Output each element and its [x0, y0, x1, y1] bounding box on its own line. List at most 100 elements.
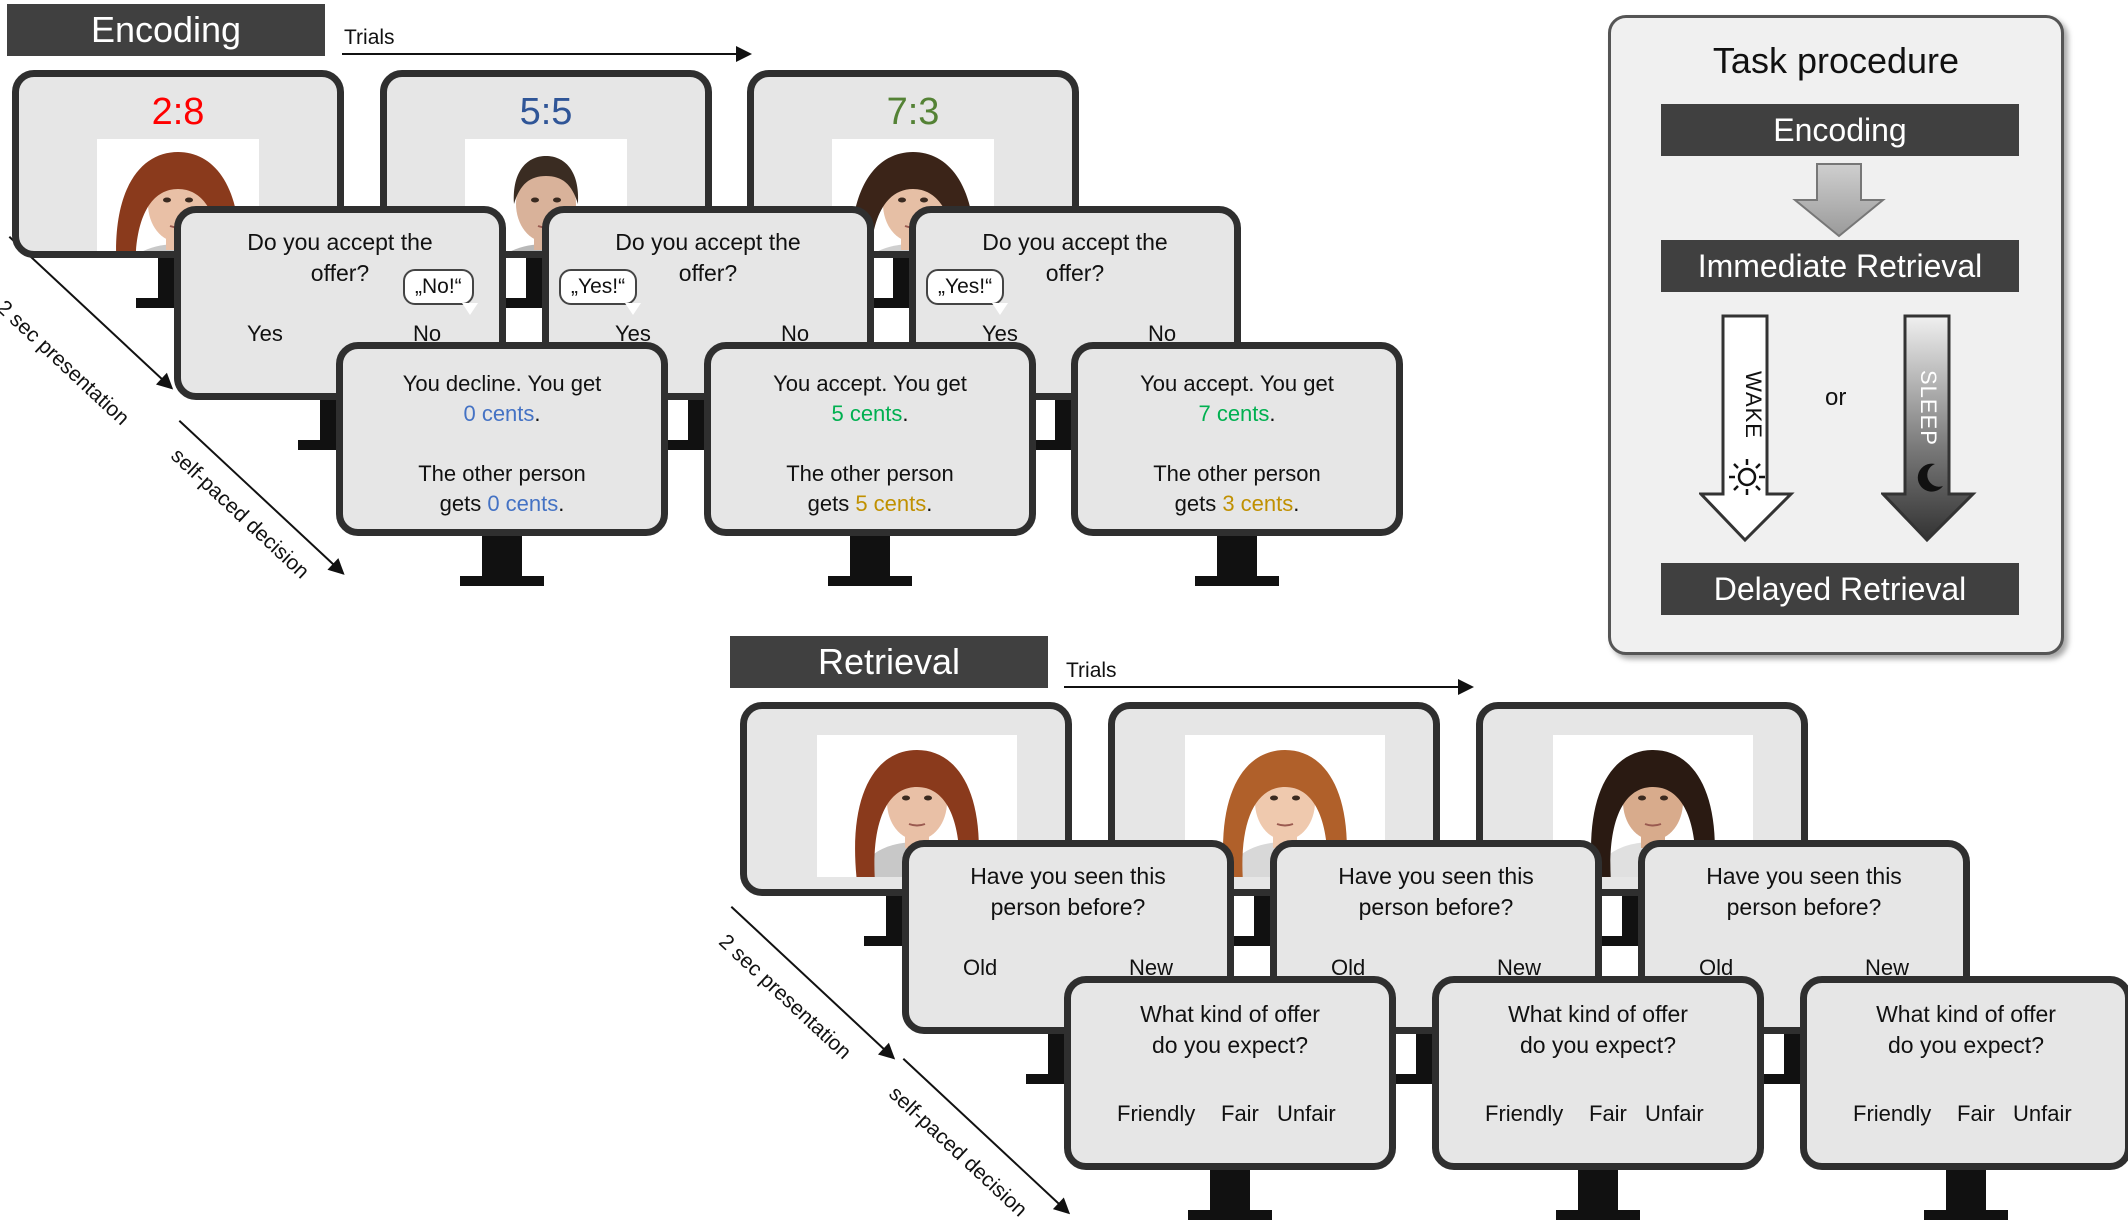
offer-question-2-line-1: What kind of offer — [1508, 1001, 1688, 1027]
retrieval-offer-monitor-1-stand-base — [1188, 1210, 1272, 1220]
friendly-option-3[interactable]: Friendly — [1853, 1101, 1932, 1126]
retrieval-offer-monitor-2: What kind of offer do you expect? Friendly… — [1432, 976, 1764, 1170]
offer-question-3-line-2: do you expect? — [1887, 1032, 2044, 1058]
wake-arrow — [1699, 314, 1795, 543]
yes-option-3[interactable]: Yes — [982, 321, 1018, 346]
friendly-option-2[interactable]: Friendly — [1485, 1101, 1564, 1126]
encoding-result-monitor-2-stand-neck — [850, 534, 890, 578]
result-line-other-2: The other person — [786, 461, 954, 486]
retrieval-offer-monitor-2-stand-neck — [1578, 1168, 1618, 1212]
you-amount-1: 0 cents — [463, 401, 535, 426]
seen-question-3-line-2: person before? — [1726, 894, 1882, 920]
new-option-3[interactable]: New — [1865, 955, 1910, 980]
result-line-other-1: The other person — [418, 461, 586, 486]
result-line-you-2: You accept. You get — [773, 371, 967, 396]
result-line-you-1: You decline. You get — [402, 371, 602, 396]
accept-question-1-line-2: offer? — [310, 260, 370, 286]
retrieval-trials-label: Trials — [1066, 659, 1117, 682]
retrieval-header: Retrieval — [730, 636, 1048, 688]
seen-question-2-line-2: person before? — [1358, 894, 1514, 920]
encoding-timing-arrow-1 — [8, 236, 173, 389]
offer-question-1-line-2: do you expect? — [1151, 1032, 1308, 1058]
encoding-result-monitor-1-stand-base — [460, 576, 544, 586]
old-option-3[interactable]: Old — [1699, 955, 1734, 980]
task-procedure-panel: Task procedure Encoding Immediate Retrie… — [1608, 15, 2064, 655]
result-other-amount-line-2: gets 5 cents. — [711, 489, 1029, 519]
retrieval-offer-monitor-3-stand-base — [1924, 1210, 2008, 1220]
accept-question-3-line-2: offer? — [1045, 260, 1105, 286]
fair-option-3[interactable]: Fair — [1957, 1101, 1995, 1126]
offer-ratio-1: 2:8 — [151, 91, 205, 133]
seen-question-3-line-1: Have you seen this — [1706, 863, 1902, 889]
unfair-option-3[interactable]: Unfair — [2013, 1101, 2072, 1126]
other-amount-2: 5 cents — [855, 491, 927, 516]
result-you-amount-line-3: 7 cents. — [1078, 399, 1396, 429]
procedure-step-immediate: Immediate Retrieval — [1661, 240, 2019, 292]
procedure-step-delayed: Delayed Retrieval — [1661, 563, 2019, 615]
retrieval-offer-monitor-2-stand-base — [1556, 1210, 1640, 1220]
encoding-trials-label: Trials — [344, 26, 395, 49]
spacer-2 — [711, 429, 1029, 459]
no-option-2[interactable]: No — [781, 321, 810, 346]
result-text-2: You accept. You get 5 cents. The other per… — [711, 369, 1029, 519]
result-line-other-3: The other person — [1153, 461, 1321, 486]
offer-question-2: What kind of offer do you expect? — [1439, 999, 1757, 1061]
retrieval-timing-2: self-paced decision — [884, 1082, 1032, 1222]
result-line-you-3: You accept. You get — [1140, 371, 1334, 396]
seen-question-3: Have you seen this person before? — [1645, 861, 1963, 923]
speech-bubble-2: „Yes!“ — [559, 269, 642, 315]
retrieval-timing-2-label: self-paced decision — [884, 1082, 1032, 1222]
new-option-1[interactable]: New — [1129, 955, 1174, 980]
new-option-2[interactable]: New — [1497, 955, 1542, 980]
period-a-3: . — [1269, 401, 1276, 426]
encoding-result-monitor-1-stand-neck — [482, 534, 522, 578]
retrieval-offer-monitor-3-stand-neck — [1946, 1168, 1986, 1212]
encoding-timing-2-label: self-paced decision — [166, 444, 314, 584]
you-amount-2: 5 cents — [831, 401, 903, 426]
gets-label-2: gets — [807, 491, 850, 516]
sleep-label: SLEEP — [1916, 370, 1941, 446]
unfair-option-2[interactable]: Unfair — [1645, 1101, 1704, 1126]
encoding-result-monitor-3: You accept. You get 7 cents. The other per… — [1071, 342, 1403, 536]
period-b-2: . — [926, 491, 933, 516]
other-amount-1: 0 cents — [487, 491, 559, 516]
speech-bubble-1: „No!“ — [403, 269, 478, 315]
encoding-result-monitor-2: You accept. You get 5 cents. The other per… — [704, 342, 1036, 536]
result-text-1: You decline. You get 0 cents. The other pe… — [343, 369, 661, 519]
down-arrow-icon — [1792, 163, 1886, 238]
encoding-trials-arrow — [342, 46, 752, 62]
fair-option-1[interactable]: Fair — [1221, 1101, 1259, 1126]
yes-option-1[interactable]: Yes — [247, 321, 283, 346]
result-you-amount-line-1: 0 cents. — [343, 399, 661, 429]
seen-question-1-line-1: Have you seen this — [970, 863, 1166, 889]
result-text-3: You accept. You get 7 cents. The other per… — [1078, 369, 1396, 519]
offer-question-2-line-2: do you expect? — [1519, 1032, 1676, 1058]
period-b-3: . — [1293, 491, 1300, 516]
encoding-timing-2: self-paced decision — [166, 444, 314, 584]
spacer-1 — [343, 429, 661, 459]
encoding-header: Encoding — [7, 4, 325, 56]
fair-option-2[interactable]: Fair — [1589, 1101, 1627, 1126]
yes-option-2[interactable]: Yes — [615, 321, 651, 346]
no-option-1[interactable]: No — [413, 321, 442, 346]
encoding-result-monitor-2-stand-base — [828, 576, 912, 586]
old-option-1[interactable]: Old — [963, 955, 998, 980]
result-other-amount-line-3: gets 3 cents. — [1078, 489, 1396, 519]
retrieval-offer-monitor-1-stand-neck — [1210, 1168, 1250, 1212]
old-option-2[interactable]: Old — [1331, 955, 1366, 980]
gets-label-3: gets — [1174, 491, 1217, 516]
friendly-option-1[interactable]: Friendly — [1117, 1101, 1196, 1126]
sun-icon — [1729, 459, 1765, 495]
wake-label: WAKE — [1741, 371, 1766, 439]
period-a-2: . — [902, 401, 909, 426]
accept-question-3-line-1: Do you accept the — [982, 229, 1168, 255]
accept-question-3: Do you accept the offer? — [916, 227, 1234, 289]
offer-question-3-line-1: What kind of offer — [1876, 1001, 2056, 1027]
no-option-3[interactable]: No — [1148, 321, 1177, 346]
unfair-option-1[interactable]: Unfair — [1277, 1101, 1336, 1126]
seen-question-2-line-1: Have you seen this — [1338, 863, 1534, 889]
